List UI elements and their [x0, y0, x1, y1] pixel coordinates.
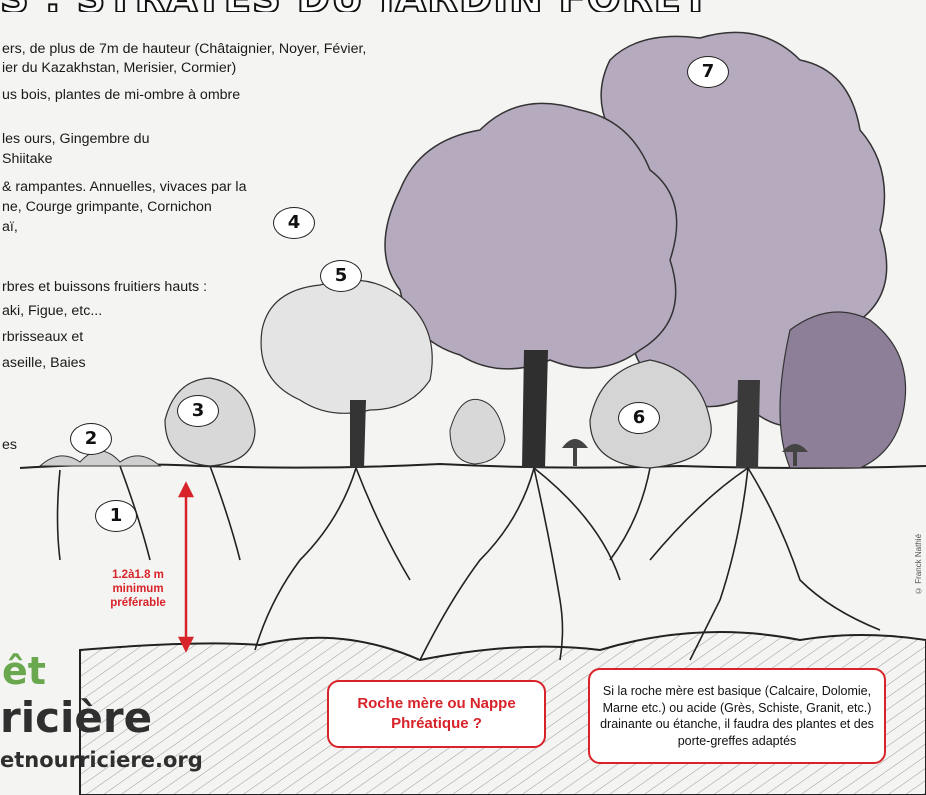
depth-label-line: 1.2à1.8 m	[96, 568, 180, 582]
soil-note-text: Si la roche mère est basique (Calcaire, …	[598, 683, 876, 749]
soil-note-box: Si la roche mère est basique (Calcaire, …	[588, 668, 886, 764]
description-line: us bois, plantes de mi-ombre à ombre	[2, 86, 240, 105]
brand-word-1: êt	[2, 650, 46, 692]
description-line: ne, Courge grimpante, Cornichon	[2, 198, 212, 217]
stratum-number-3: 3	[177, 395, 219, 427]
stratum-number-4: 4	[273, 207, 315, 239]
illustrator-credit: © Franck Nathié	[914, 505, 924, 595]
depth-label-line: préférable	[96, 596, 180, 610]
bush-small	[450, 399, 505, 464]
stratum-number-2: 2	[70, 423, 112, 455]
stratum-number-6: 6	[618, 402, 660, 434]
description-line: aï,	[2, 218, 18, 237]
mushroom-left	[562, 439, 588, 448]
tree5-trunk	[350, 400, 366, 468]
description-line: aki, Figue, etc...	[2, 302, 102, 321]
description-line: aseille, Baies	[2, 354, 86, 373]
stratum-number-5: 5	[320, 260, 362, 292]
description-line: rbres et buissons fruitiers hauts :	[2, 278, 207, 297]
bedrock-question-text: Roche mère ou Nappe Phréatique ?	[329, 694, 544, 734]
description-line: ier du Kazakhstan, Merisier, Cormier)	[2, 59, 236, 78]
brand-word-2: ricière	[0, 695, 152, 741]
depth-label-line: minimum	[96, 582, 180, 596]
tree7-lower-canopy	[780, 312, 906, 468]
description-line: les ours, Gingembre du	[2, 130, 149, 149]
brand-url[interactable]: etnourriciere.org	[0, 748, 203, 772]
depth-label: 1.2à1.8 m minimum préférable	[96, 568, 180, 610]
stratum-number-1: 1	[95, 500, 137, 532]
description-line: & rampantes. Annuelles, vivaces par la	[2, 178, 246, 197]
description-line: es	[2, 436, 17, 455]
description-line: rbrisseaux et	[2, 328, 83, 347]
tree-middle-canopy	[385, 103, 677, 369]
depth-arrow	[180, 484, 192, 650]
bedrock-question-box: Roche mère ou Nappe Phréatique ?	[327, 680, 546, 748]
stratum-number-7: 7	[687, 56, 729, 88]
tree-middle-trunk	[522, 350, 548, 468]
description-line: ers, de plus de 7m de hauteur (Châtaigni…	[2, 40, 366, 59]
tree7-trunk	[736, 380, 760, 468]
description-line: Shiitake	[2, 150, 52, 169]
